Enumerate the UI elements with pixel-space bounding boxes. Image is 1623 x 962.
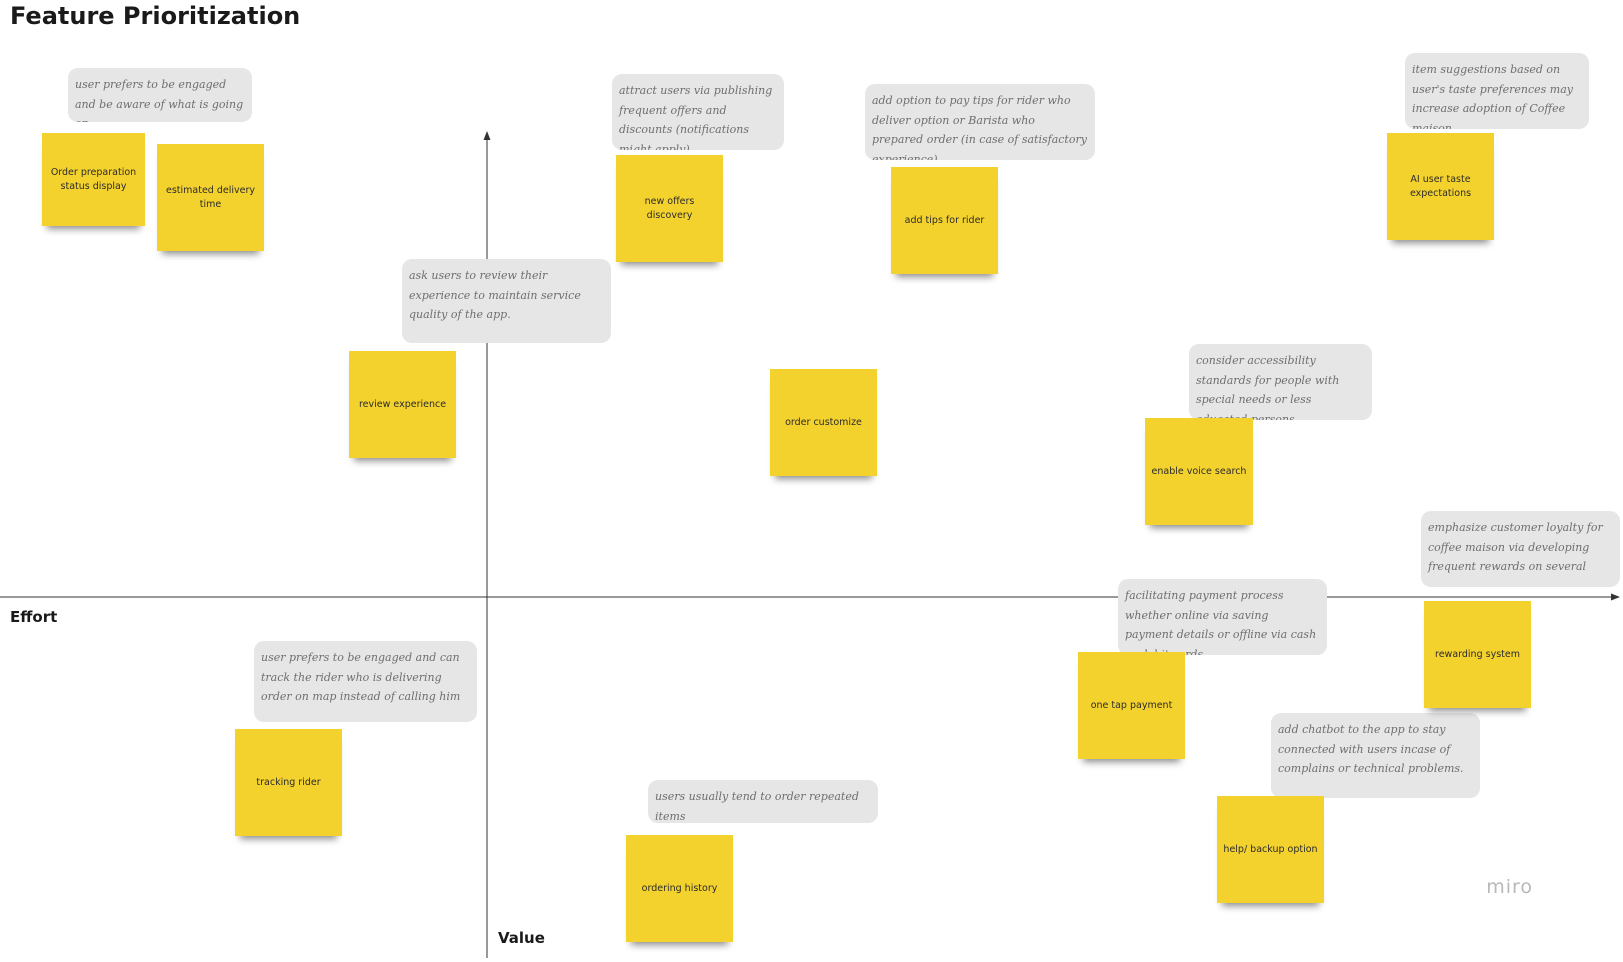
sticky-note-label: enable voice search xyxy=(1151,465,1247,477)
comment-text: facilitating payment process whether onl… xyxy=(1125,589,1317,655)
comment-bubble[interactable]: user prefers to be engaged and be aware … xyxy=(68,68,252,122)
sticky-note-label: Order preparation status display xyxy=(50,166,137,192)
sticky-note-label: tracking rider xyxy=(256,776,321,788)
sticky-note-estimated-delivery-time[interactable]: estimated delivery time xyxy=(157,144,264,251)
sticky-note-ordering-history[interactable]: ordering history xyxy=(626,835,733,942)
comment-bubble[interactable]: item suggestions based on user's taste p… xyxy=(1405,53,1589,129)
sticky-note-help-backup-option[interactable]: help/ backup option xyxy=(1217,796,1324,903)
sticky-note-label: order customize xyxy=(785,416,862,428)
sticky-note-add-tips-for-rider[interactable]: add tips for rider xyxy=(891,167,998,274)
sticky-note-label: AI user taste expectations xyxy=(1409,173,1472,199)
sticky-note-label: ordering history xyxy=(641,882,718,894)
comment-text: consider accessibility standards for peo… xyxy=(1196,354,1340,420)
comment-bubble[interactable]: add option to pay tips for rider who del… xyxy=(865,84,1095,160)
sticky-note-label: review experience xyxy=(358,398,447,410)
comment-bubble[interactable]: emphasize customer loyalty for coffee ma… xyxy=(1421,511,1620,587)
comment-bubble[interactable]: users usually tend to order repeated ite… xyxy=(648,780,878,823)
comment-text: add chatbot to the app to stay connected… xyxy=(1278,723,1464,775)
comment-text: user prefers to be engaged and can track… xyxy=(261,651,461,703)
sticky-note-label: add tips for rider xyxy=(904,214,985,226)
sticky-note-one-tap-payment[interactable]: one tap payment xyxy=(1078,652,1185,759)
comment-bubble[interactable]: ask users to review their experience to … xyxy=(402,259,611,343)
sticky-note-enable-voice-search[interactable]: enable voice search xyxy=(1145,418,1253,525)
comment-text: user prefers to be engaged and be aware … xyxy=(75,78,244,122)
comment-text: emphasize customer loyalty for coffee ma… xyxy=(1428,521,1603,573)
board-title: Feature Prioritization xyxy=(10,2,301,30)
comment-bubble[interactable]: consider accessibility standards for peo… xyxy=(1189,344,1372,420)
comment-text: ask users to review their experience to … xyxy=(409,269,581,321)
sticky-note-ai-user-taste[interactable]: AI user taste expectations xyxy=(1387,133,1494,240)
sticky-note-new-offers-discovery[interactable]: new offers discovery xyxy=(616,155,723,262)
comment-text: item suggestions based on user's taste p… xyxy=(1412,63,1573,129)
comment-bubble[interactable]: facilitating payment process whether onl… xyxy=(1118,579,1327,655)
sticky-note-label: new offers discovery xyxy=(644,195,695,221)
sticky-note-label: estimated delivery time xyxy=(165,184,255,210)
x-axis-label: Effort xyxy=(10,608,58,626)
miro-logo: miro xyxy=(1486,876,1533,898)
comment-text: attract users via publishing frequent of… xyxy=(619,84,773,150)
comment-text: add option to pay tips for rider who del… xyxy=(872,94,1087,160)
horizontal-axis-arrow xyxy=(1611,593,1620,601)
comment-text: users usually tend to order repeated ite… xyxy=(655,790,859,823)
sticky-note-label: one tap payment xyxy=(1090,699,1173,711)
comment-bubble[interactable]: user prefers to be engaged and can track… xyxy=(254,641,477,722)
sticky-note-label: rewarding system xyxy=(1435,648,1520,660)
sticky-note-label: help/ backup option xyxy=(1223,843,1318,855)
sticky-note-review-experience[interactable]: review experience xyxy=(349,351,456,458)
comment-bubble[interactable]: add chatbot to the app to stay connected… xyxy=(1271,713,1480,798)
comment-bubble[interactable]: attract users via publishing frequent of… xyxy=(612,74,784,150)
y-axis-label: Value xyxy=(498,929,545,947)
sticky-note-rewarding-system[interactable]: rewarding system xyxy=(1424,601,1531,708)
sticky-note-tracking-rider[interactable]: tracking rider xyxy=(235,729,342,836)
sticky-note-order-customize[interactable]: order customize xyxy=(770,369,877,476)
sticky-note-order-preparation-status[interactable]: Order preparation status display xyxy=(42,133,145,226)
vertical-axis-arrow xyxy=(483,131,491,140)
